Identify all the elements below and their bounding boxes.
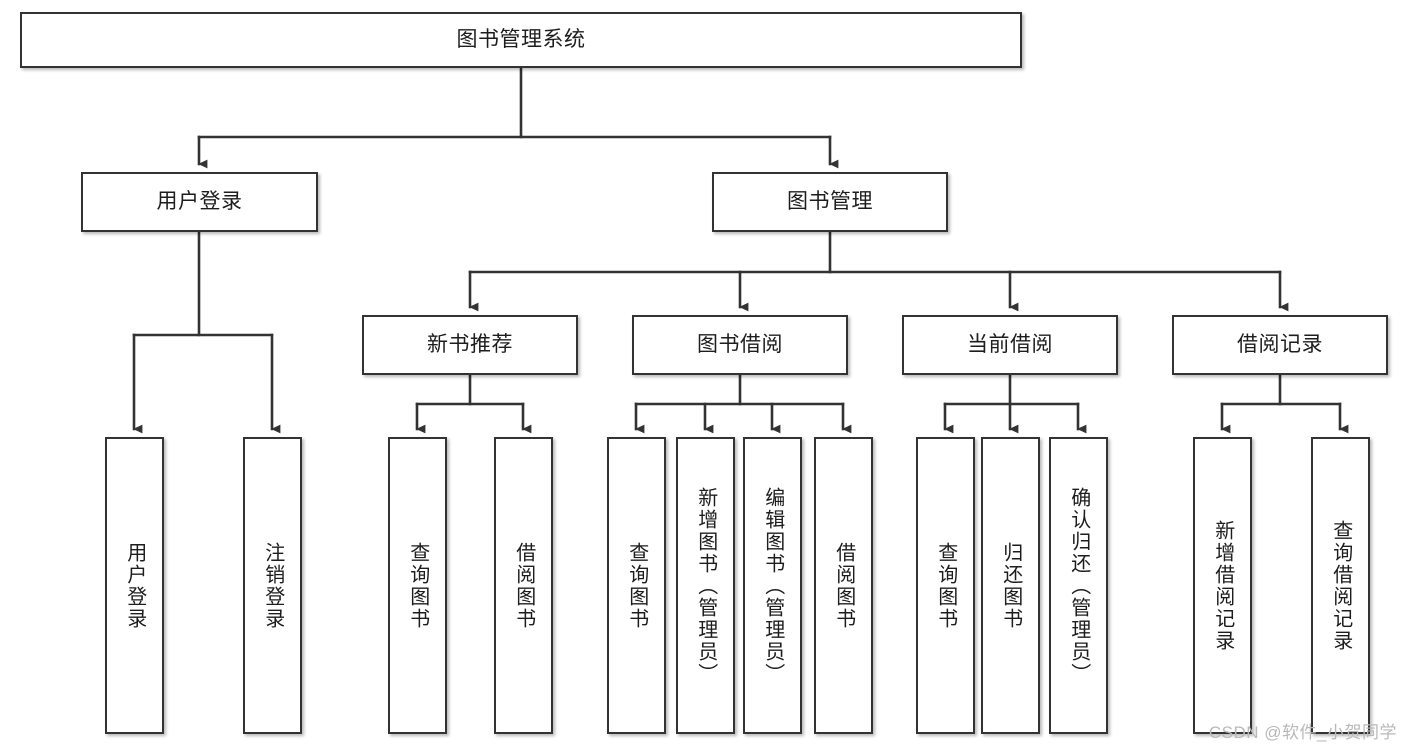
node-label: 查询图书 [625, 541, 648, 630]
node-label: 查询图书 [934, 541, 957, 630]
leaf-user-login[interactable]: 用户登录 [105, 437, 164, 734]
node-label: 归还图书 [999, 541, 1022, 630]
watermark: CSDN @软件_小贺同学 [1208, 723, 1397, 742]
node-new-book-recommend[interactable]: 新书推荐 [362, 315, 578, 375]
leaf-query-book-borrow[interactable]: 查询图书 [607, 437, 666, 734]
node-label: 借阅图书 [832, 541, 855, 630]
node-label: 确认归还（管理员） [1067, 486, 1090, 685]
leaf-query-borrow-record[interactable]: 查询借阅记录 [1311, 437, 1370, 734]
node-label: 借阅记录 [1237, 332, 1323, 356]
node-label: 新书推荐 [427, 332, 513, 356]
node-label: 图书管理 [787, 189, 873, 213]
node-book-management[interactable]: 图书管理 [712, 172, 948, 232]
node-current-borrow[interactable]: 当前借阅 [902, 315, 1118, 375]
node-book-borrow[interactable]: 图书借阅 [632, 315, 848, 375]
node-root-system[interactable]: 图书管理系统 [20, 12, 1022, 68]
leaf-query-book-current[interactable]: 查询图书 [916, 437, 975, 734]
node-label: 图书借阅 [697, 332, 783, 356]
node-label: 新增借阅记录 [1211, 519, 1234, 652]
node-label: 用户登录 [123, 541, 146, 630]
leaf-return-book[interactable]: 归还图书 [981, 437, 1040, 734]
node-label: 查询借阅记录 [1329, 519, 1352, 652]
leaf-logout-login[interactable]: 注销登录 [243, 437, 302, 734]
node-label: 当前借阅 [967, 332, 1053, 356]
node-user-login[interactable]: 用户登录 [81, 172, 318, 232]
leaf-edit-book-admin[interactable]: 编辑图书（管理员） [743, 437, 802, 734]
leaf-borrow-book-recommend[interactable]: 借阅图书 [494, 437, 553, 734]
node-label: 图书管理系统 [456, 27, 586, 51]
leaf-add-book-admin[interactable]: 新增图书（管理员） [676, 437, 735, 734]
node-label: 借阅图书 [512, 541, 535, 630]
leaf-borrow-book[interactable]: 借阅图书 [814, 437, 873, 734]
leaf-query-book-recommend[interactable]: 查询图书 [388, 437, 447, 734]
node-label: 新增图书（管理员） [694, 486, 717, 685]
leaf-confirm-return-admin[interactable]: 确认归还（管理员） [1049, 437, 1108, 734]
node-label: 用户登录 [156, 189, 243, 213]
node-label: 编辑图书（管理员） [761, 486, 784, 685]
node-borrow-record[interactable]: 借阅记录 [1172, 315, 1388, 375]
node-label: 查询图书 [406, 541, 429, 630]
leaf-add-borrow-record[interactable]: 新增借阅记录 [1193, 437, 1252, 734]
node-label: 注销登录 [261, 541, 284, 630]
